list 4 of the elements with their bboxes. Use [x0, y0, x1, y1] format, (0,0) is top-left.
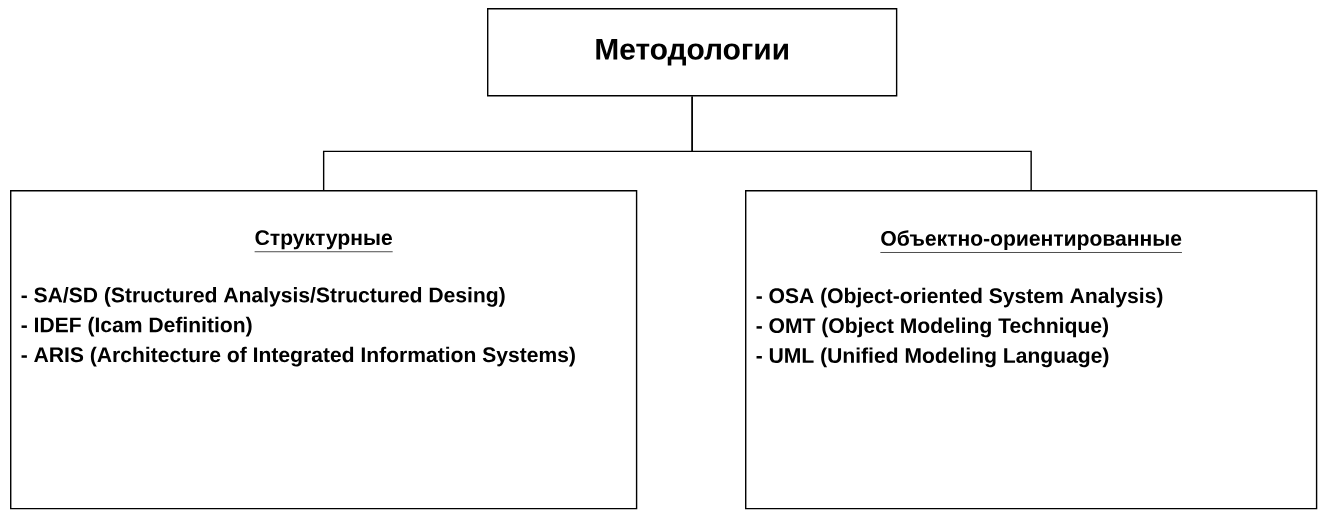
title-box: Методологии — [487, 8, 898, 97]
connector-line — [691, 95, 1032, 191]
category-box: Объектно-ориентированные - OSA (Object-oriented System Analysis) - OMT (Object Modeling Technique) - UML (Unified Modeling Language) — [745, 190, 1318, 510]
category-box: Структурные - SA/SD (Structured Analysis/Structured Desing) - IDEF (Icam Definition) - ARIS (Architecture of Integrated Information Systems) — [10, 190, 638, 510]
